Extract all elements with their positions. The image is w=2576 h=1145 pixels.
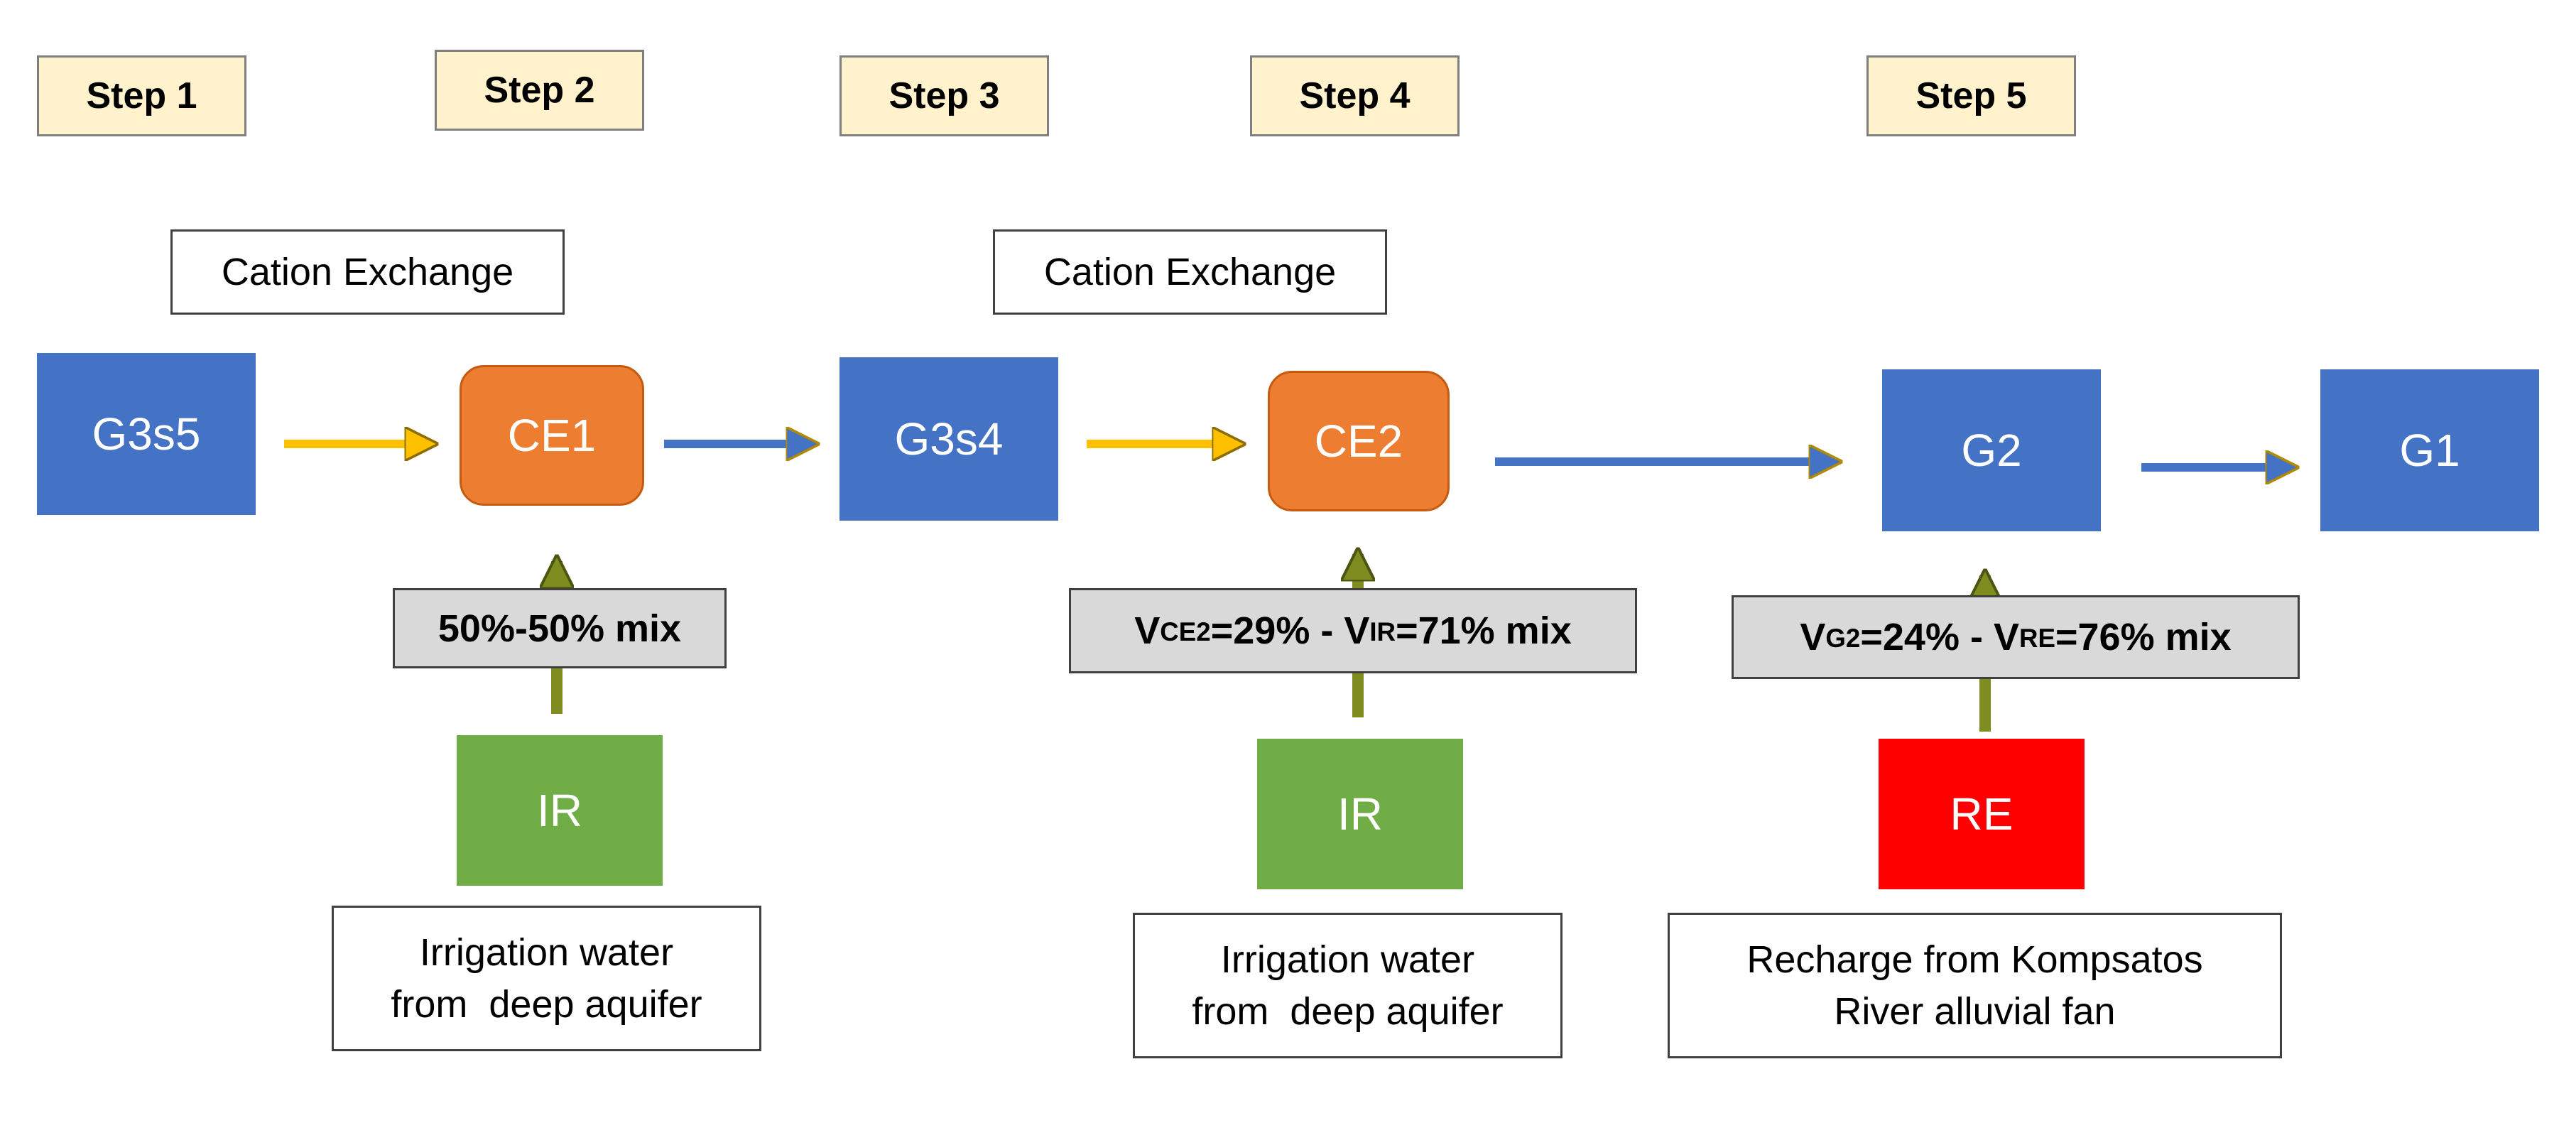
- mix2-v1: V: [1134, 609, 1161, 652]
- node-re: RE: [1879, 739, 2085, 889]
- node-g2: G2: [1882, 369, 2101, 531]
- mix2-end: =71% mix: [1396, 609, 1572, 652]
- node-ir-2: IR: [1257, 739, 1463, 889]
- step-1-label: Step 1: [37, 55, 246, 136]
- mix3-v1: V: [1800, 616, 1826, 658]
- mix2-sub1: CE2: [1160, 617, 1211, 646]
- cation-exchange-label-1: Cation Exchange: [170, 229, 565, 315]
- node-g3s5: G3s5: [37, 353, 256, 515]
- step-4-label: Step 4: [1250, 55, 1460, 136]
- step-2-label: Step 2: [435, 50, 644, 131]
- cation-exchange-label-2: Cation Exchange: [993, 229, 1387, 315]
- ir1-line2: from deep aquifer: [391, 982, 702, 1026]
- node-ce2: CE2: [1268, 371, 1450, 511]
- mix2-sub2: IR: [1369, 617, 1396, 646]
- node-g3s4: G3s4: [839, 357, 1058, 521]
- step-3-label: Step 3: [839, 55, 1049, 136]
- mix3-sub2: RE: [2018, 623, 2055, 653]
- re-line1: Recharge from Kompsatos: [1746, 938, 2203, 981]
- mix-label-1: 50%-50% mix: [393, 588, 727, 668]
- node-ce1: CE1: [460, 365, 644, 506]
- mix2-mid: =29% - V: [1210, 609, 1370, 652]
- irrigation-water-note-2: Irrigation water from deep aquifer: [1133, 913, 1563, 1058]
- ir2-line1: Irrigation water: [1220, 938, 1475, 981]
- mix3-mid: =24% - V: [1860, 616, 2019, 658]
- mix3-sub1: G2: [1825, 623, 1861, 653]
- node-g1: G1: [2320, 369, 2539, 531]
- ir1-line1: Irrigation water: [419, 930, 674, 974]
- re-line2: River alluvial fan: [1834, 989, 2116, 1033]
- step-5-label: Step 5: [1866, 55, 2076, 136]
- mix3-end: =76% mix: [2055, 616, 2232, 658]
- ir2-line2: from deep aquifer: [1192, 989, 1504, 1033]
- recharge-note: Recharge from Kompsatos River alluvial f…: [1668, 913, 2282, 1058]
- node-ir-1: IR: [457, 735, 663, 886]
- irrigation-water-note-1: Irrigation water from deep aquifer: [332, 906, 761, 1051]
